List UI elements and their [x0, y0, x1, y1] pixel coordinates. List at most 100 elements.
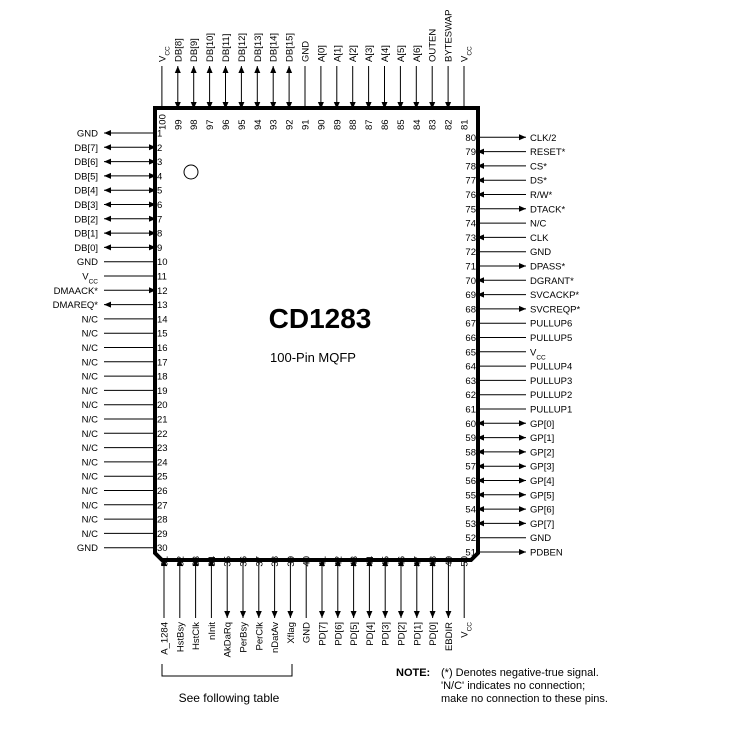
pin-label: CLK/2 [530, 133, 556, 144]
pins-right-side: PDBEN51GND52GP[7]53GP[6]54GP[5]55GP[4]56… [465, 133, 580, 559]
pin-number: 74 [465, 219, 476, 230]
pin-number: 95 [237, 119, 248, 130]
pin-number: 77 [465, 176, 476, 187]
pin-70-dgrant-n: DGRANT*70 [465, 276, 574, 287]
pin-label: GND [301, 41, 312, 62]
pin-label: AkDaRq [223, 622, 234, 657]
pin-number: 16 [157, 343, 168, 354]
pin-label: VCC [460, 46, 474, 62]
pin-number: 28 [157, 515, 168, 526]
pin-label: GP[6] [530, 505, 554, 516]
pin-number: 50 [460, 556, 471, 567]
pin-number: 65 [465, 347, 476, 358]
pin-number: 75 [465, 204, 476, 215]
pin-label: N/C [82, 472, 99, 483]
pin-number: 81 [460, 119, 471, 130]
pin-number: 84 [412, 119, 423, 130]
pin-number: 82 [444, 119, 455, 130]
pin-label: DB[9] [189, 38, 200, 62]
pin-number: 62 [465, 390, 476, 401]
pin-number: 51 [465, 548, 476, 559]
pin-label: PULLUP2 [530, 390, 572, 401]
pin-75-dtack-n: DTACK*75 [465, 204, 565, 215]
pin-number: 1 [157, 129, 162, 140]
pin-label: GND [77, 543, 98, 554]
pin-53-gp-7: GP[7]53 [465, 519, 554, 530]
pin-label: A_1284 [160, 622, 171, 655]
pin-label: DB[8] [173, 38, 184, 62]
pin-number: 35 [223, 556, 234, 567]
pin-label: N/C [82, 372, 99, 383]
pin-number: 59 [465, 433, 476, 444]
pin-number: 56 [465, 476, 476, 487]
pin-label: VCC [530, 347, 546, 361]
pin-label: DB[11] [221, 34, 232, 62]
pin-label: PD[6] [333, 622, 344, 646]
pin-59-gp-1: GP[1]59 [465, 433, 554, 444]
pin-99-db-8: DB[8]99 [173, 38, 184, 130]
package-label: 100-Pin MQFP [270, 350, 356, 365]
pin-number: 97 [205, 119, 216, 130]
pin-label: RESET* [530, 147, 566, 158]
pin-number: 100 [157, 114, 168, 130]
pin-60-gp-0: GP[0]60 [465, 419, 554, 430]
pin-98-db-9: DB[9]98 [189, 38, 200, 130]
pin-number: 71 [465, 262, 476, 273]
pin-94-db-13: DB[13]94 [253, 33, 264, 130]
pin-9-db-0: DB[0]9 [74, 243, 162, 254]
pin-number: 38 [270, 556, 281, 567]
pin-label: BYTESWAP [444, 10, 455, 62]
pin-number: 39 [286, 556, 297, 567]
pin-8-db-1: DB[1]8 [74, 229, 162, 240]
pin-number: 90 [316, 119, 327, 130]
pin-number: 52 [465, 533, 476, 544]
pin-number: 92 [285, 119, 296, 130]
pin-label: N/C [82, 329, 99, 340]
note-line-1: (*) Denotes negative-true signal. [441, 667, 599, 679]
pin-label: PerClk [254, 622, 265, 651]
pin-label: GND [530, 533, 551, 544]
pin-number: 9 [157, 243, 162, 254]
pin-label: A[2] [348, 45, 359, 62]
pin-58-gp-2: GP[2]58 [465, 447, 554, 458]
pin-label: N/C [82, 429, 99, 440]
pin-number: 10 [157, 257, 168, 268]
pin-label: DB[13] [253, 33, 264, 62]
pin-label: VCC [82, 272, 98, 286]
pin-number: 83 [428, 119, 439, 130]
pin-90-a-0: A[0]90 [316, 45, 327, 130]
pin-number: 55 [465, 490, 476, 501]
pin-number: 44 [365, 556, 376, 567]
pin-label: PULLUP3 [530, 376, 572, 387]
pin-3-db-6: DB[6]3 [74, 157, 162, 168]
pin-7-db-2: DB[2]7 [74, 214, 162, 225]
pin-label: DS* [530, 176, 547, 187]
pin-46-pd-2: PD[2]46 [397, 556, 408, 646]
pin-number: 8 [157, 229, 162, 240]
pin-label: PD[3] [381, 622, 392, 646]
note-line-2: 'N/C' indicates no connection; [441, 680, 585, 692]
pin-label: PD[4] [365, 622, 376, 646]
pin-number: 4 [157, 171, 162, 182]
pin-47-pd-1: PD[1]47 [412, 556, 423, 646]
pin-label: HstClk [191, 622, 202, 650]
pin-label: A[6] [412, 45, 423, 62]
pin-68-svcreqp-n: SVCREQP*68 [465, 304, 580, 315]
pin-number: 12 [157, 286, 168, 297]
pin-label: PD[2] [397, 622, 408, 646]
pin-label: DB[7] [74, 143, 98, 154]
